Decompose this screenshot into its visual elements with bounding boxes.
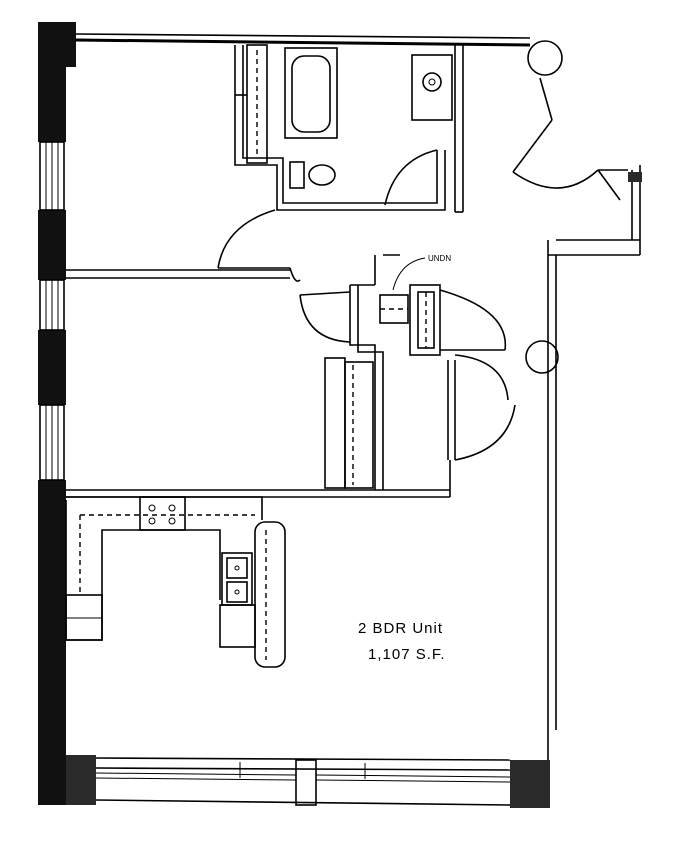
structural-column xyxy=(525,340,559,374)
closet-callout: UNDN xyxy=(392,254,451,291)
unit-area-label: 1,107 S.F. xyxy=(368,646,446,663)
exterior-wall-right xyxy=(547,165,642,730)
bedroom1-closet xyxy=(235,44,268,164)
closet-label: UNDN xyxy=(428,254,451,263)
window-left-1 xyxy=(39,141,65,211)
entry-door xyxy=(512,40,628,201)
bathroom xyxy=(234,45,464,213)
window-left-2 xyxy=(39,279,65,331)
unit-type-label: 2 BDR Unit xyxy=(358,620,443,637)
window-left-3 xyxy=(39,404,65,481)
kitchen xyxy=(65,496,286,668)
interior-partitions xyxy=(66,254,451,498)
window-bottom-1 xyxy=(95,762,297,781)
exterior-wall-top xyxy=(75,33,531,47)
bedroom2-closet xyxy=(324,357,374,489)
window-bottom-2 xyxy=(315,763,511,783)
bedroom1-door xyxy=(217,209,301,282)
unit-label: 2 BDR Unit 1,107 S.F. xyxy=(358,620,446,663)
range-burners xyxy=(148,504,176,525)
bedroom2-door xyxy=(299,291,351,343)
hall-closets xyxy=(379,284,516,461)
exterior-wall-left xyxy=(38,22,76,805)
exterior-wall-bottom xyxy=(66,755,550,808)
